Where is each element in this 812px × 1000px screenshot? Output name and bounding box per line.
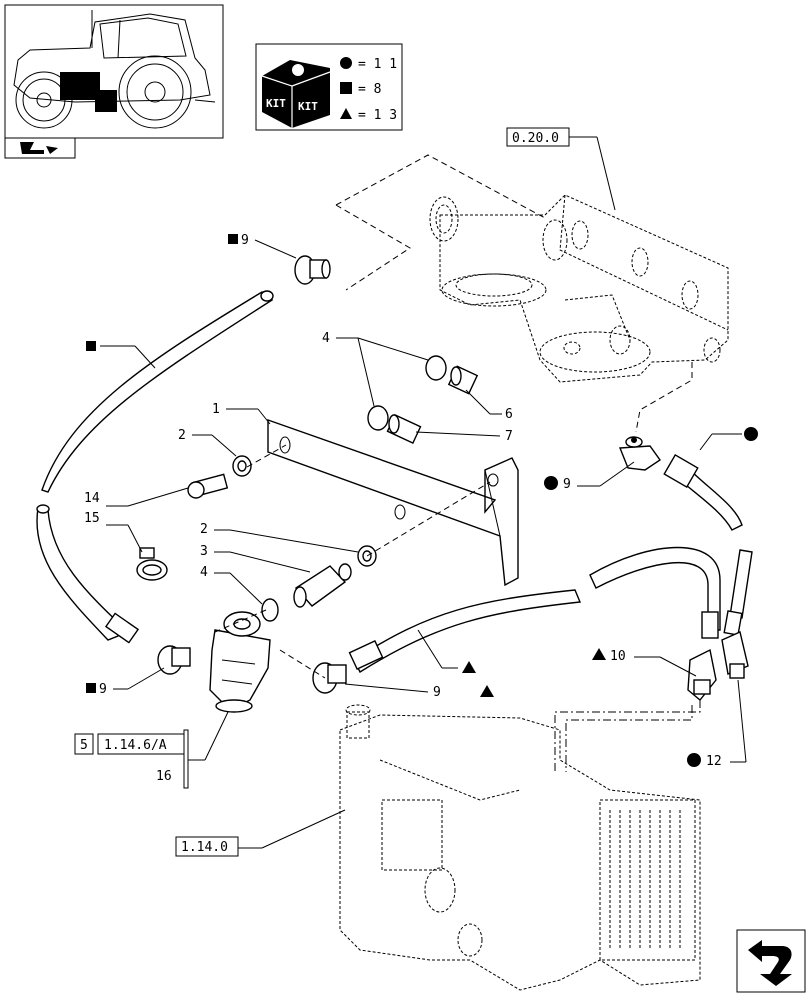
banjo-fitting-top [294, 255, 331, 285]
next-page-arrow-icon[interactable] [736, 929, 806, 993]
hose-clamp-15 [136, 547, 168, 581]
triangle-symbol [462, 661, 476, 673]
triangle-symbol [592, 648, 606, 660]
callout-14: 14 [84, 491, 100, 506]
square-symbol [228, 234, 238, 244]
callout-12: 12 [706, 754, 722, 769]
callout-15: 15 [84, 511, 100, 526]
bolt-14 [187, 473, 229, 499]
engine-bracket-housing [335, 154, 729, 433]
fitting-6 [447, 365, 479, 395]
o-ring-upper [425, 355, 447, 381]
kit-count-triangle: = 1 3 [358, 108, 397, 123]
circle-symbol [340, 57, 352, 69]
banjo-fitting-right [618, 436, 661, 471]
callout-9-right: 9 [563, 477, 571, 492]
triangle-symbol [340, 108, 352, 119]
fuel-filter-16 [209, 611, 271, 713]
ref-tank-label: 1.14.0 [181, 840, 228, 855]
ref-top-label: 0.20.0 [512, 131, 559, 146]
banjo-fitting-center [312, 662, 347, 694]
kit-word-right: KIT [298, 100, 318, 113]
center-fuel-hose [348, 454, 753, 674]
ref-box-top[interactable]: 0.20.0 [506, 127, 616, 211]
kit-word-left: KIT [266, 97, 286, 110]
kit-count-circle: = 1 1 [358, 57, 397, 72]
square-symbol [340, 82, 352, 94]
mounting-bracket [267, 419, 519, 587]
fitting-7 [386, 413, 422, 445]
adapter-3 [293, 563, 352, 608]
callout-1: 1 [212, 402, 220, 417]
ref-box-filter[interactable]: 5 1.14.6/A 16 [74, 711, 229, 789]
banjo-fitting-left [157, 645, 191, 675]
o-ring-lower [261, 598, 279, 622]
callout-3: 3 [200, 544, 208, 559]
kit-legend: KIT KIT = 1 1 = 8 = 1 3 [255, 43, 403, 131]
o-ring-middle [367, 405, 389, 431]
tractor-thumbnail[interactable] [4, 4, 224, 159]
section-icon [20, 142, 58, 154]
circle-symbol [544, 476, 558, 490]
left-fuel-hose [36, 290, 274, 644]
callout-4b: 4 [200, 565, 208, 580]
callout-2b: 2 [200, 522, 208, 537]
quick-coupler-10 [687, 648, 717, 701]
circle-symbol [687, 753, 701, 767]
callout-9-left: 9 [99, 682, 107, 697]
callout-2a: 2 [178, 428, 186, 443]
ref-filter-c: 16 [156, 769, 172, 784]
kit-box-icon: KIT KIT [261, 60, 331, 128]
callout-9-top: 9 [241, 233, 249, 248]
triangle-symbol [480, 685, 494, 697]
square-symbol [86, 683, 96, 693]
square-symbol [86, 341, 96, 351]
callout-9-bottom: 9 [433, 685, 441, 700]
callout-10: 10 [610, 649, 626, 664]
callout-4a: 4 [322, 331, 330, 346]
callout-7: 7 [505, 429, 513, 444]
ref-filter-a: 5 [80, 738, 88, 753]
circle-symbol [744, 427, 758, 441]
kit-count-square: = 8 [358, 82, 381, 97]
ref-box-tank[interactable]: 1.14.0 [175, 809, 346, 857]
fuel-tank [339, 704, 701, 991]
ref-filter-b: 1.14.6/A [104, 738, 167, 753]
callout-6: 6 [505, 407, 513, 422]
quick-coupler-12 [721, 631, 749, 679]
